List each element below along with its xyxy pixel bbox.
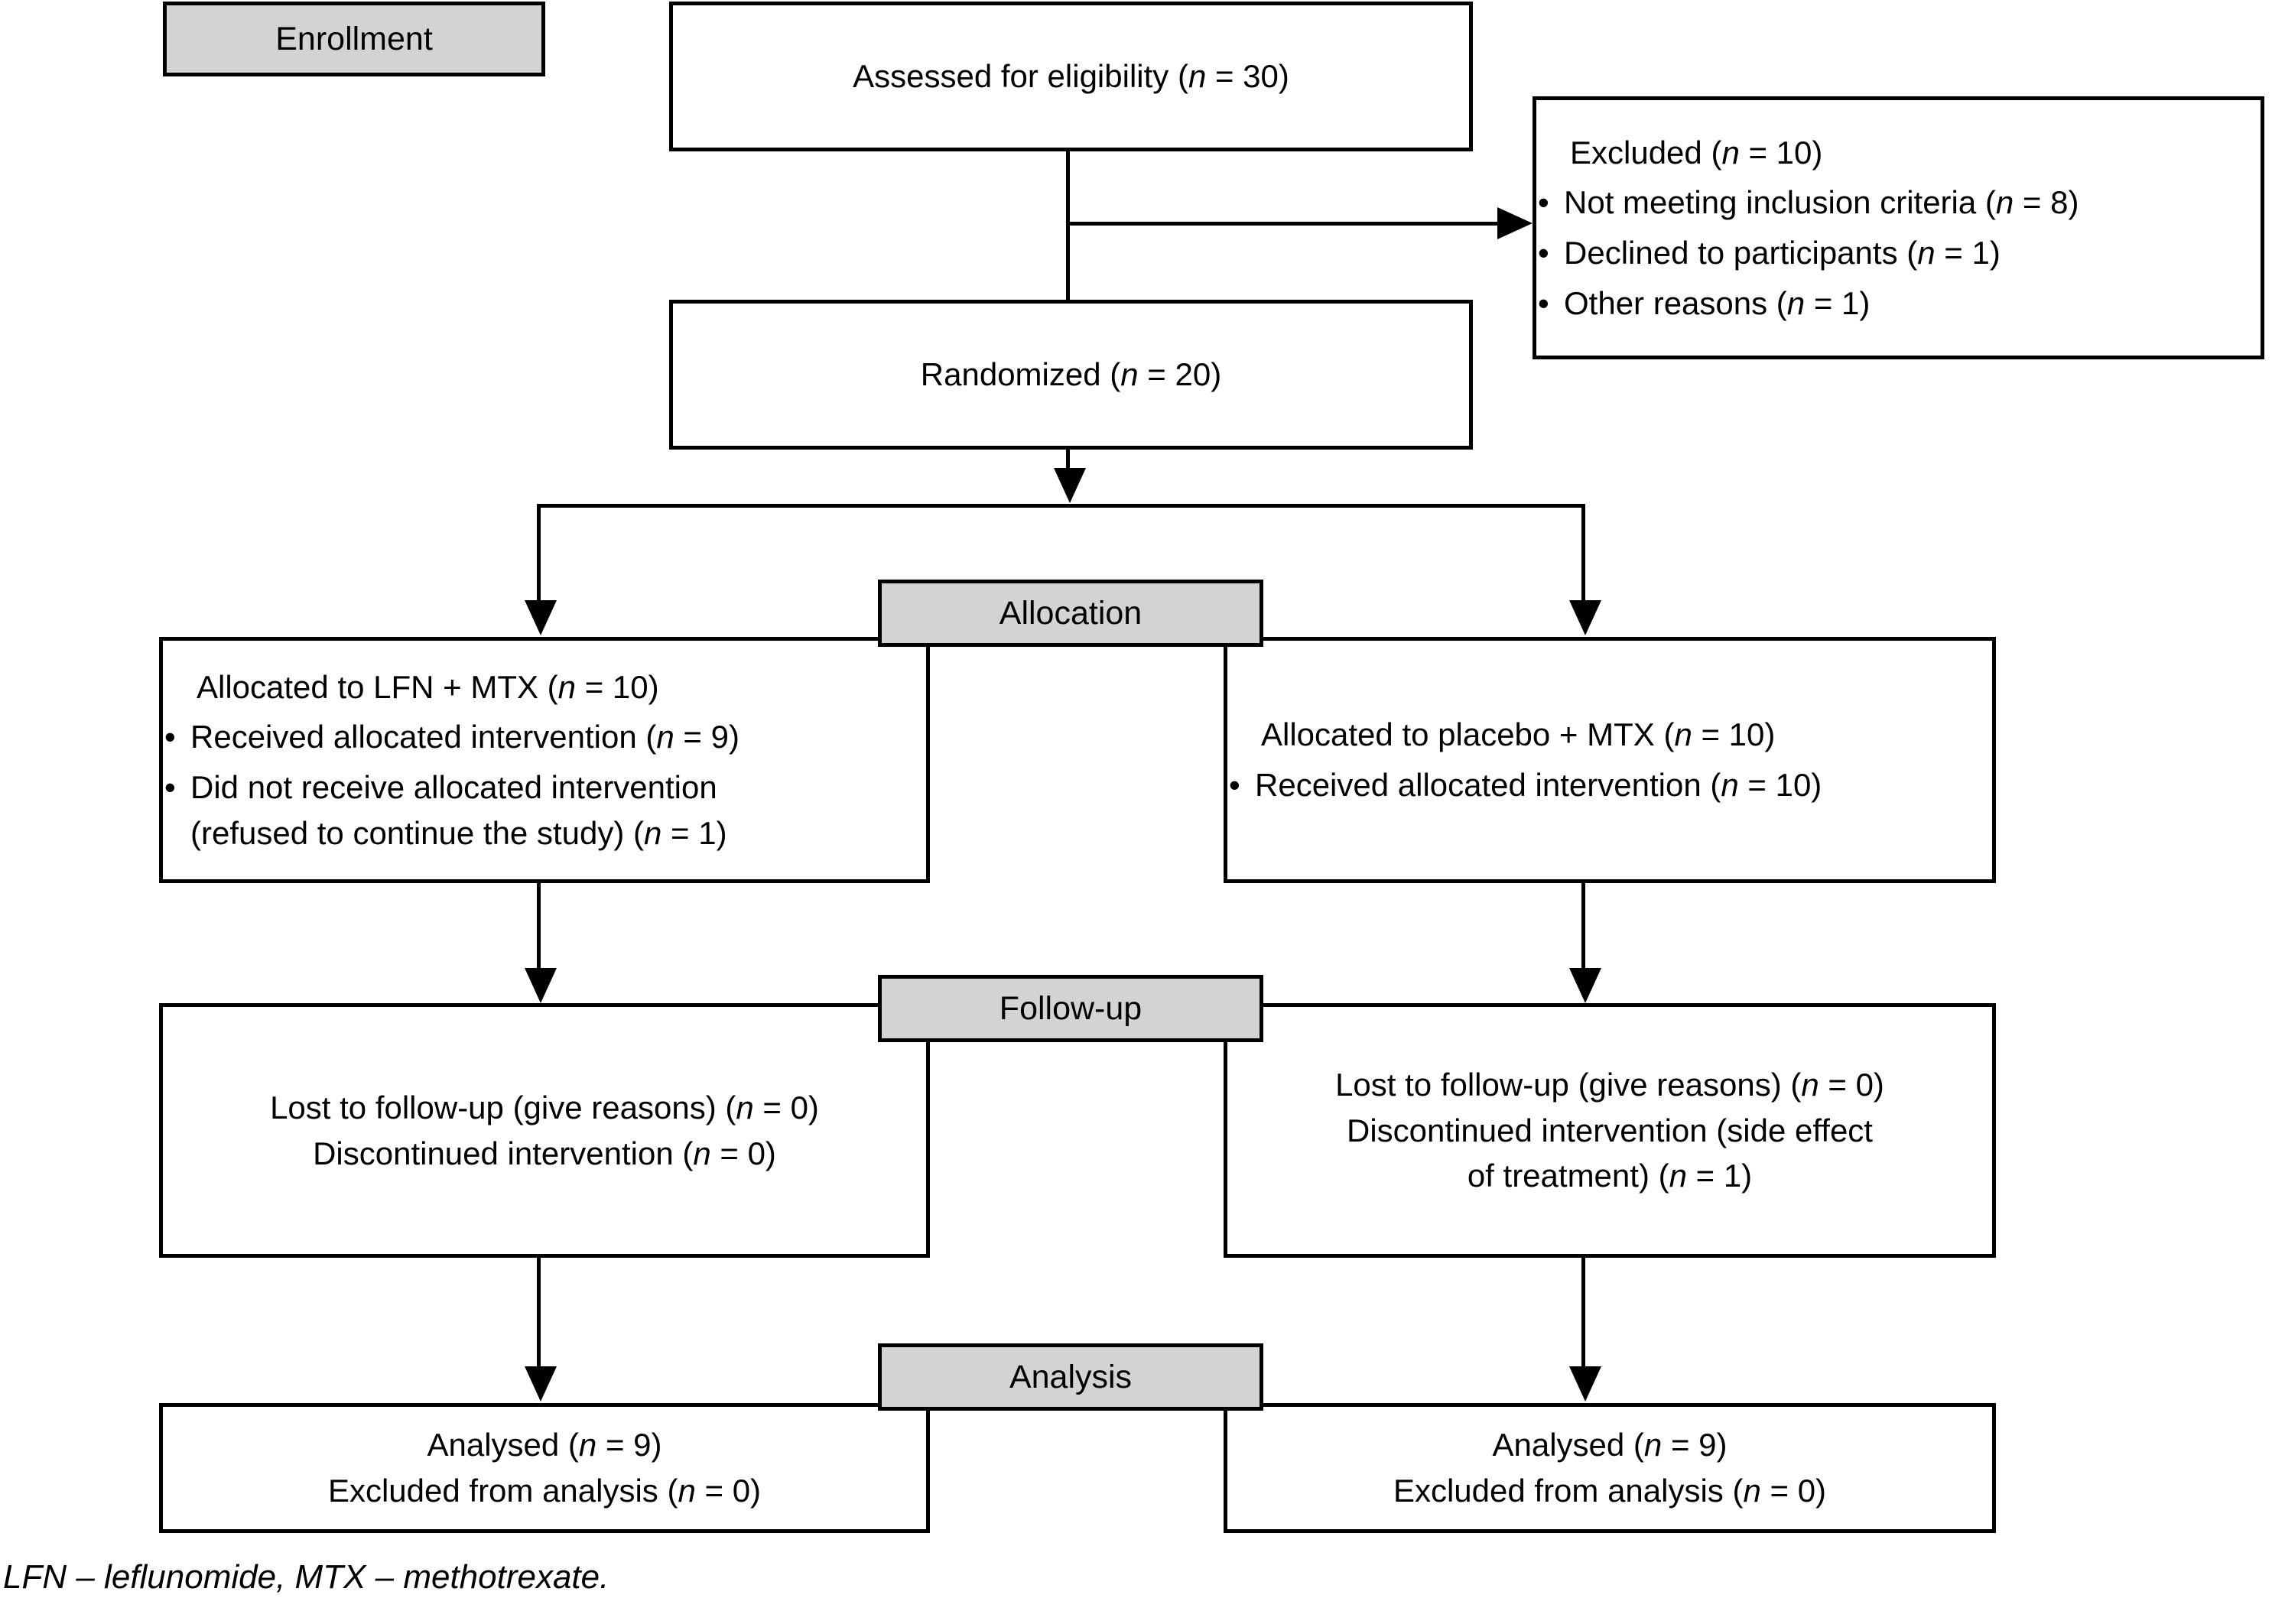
arrowhead-to-alloc-left bbox=[525, 600, 557, 635]
node-allocated-placebo-mtx: Allocated to placebo + MTX (n = 10) Rece… bbox=[1224, 637, 1996, 883]
excluded-title: Excluded (n = 10) bbox=[1570, 134, 1823, 171]
arrowhead-to-followup-right bbox=[1569, 968, 1601, 1003]
alloc-right-title: Allocated to placebo + MTX (n = 10) bbox=[1261, 716, 1776, 753]
arrowhead-to-analysis-right bbox=[1569, 1366, 1601, 1402]
assessed-text: Assessed for eligibility (n = 30) bbox=[853, 58, 1289, 95]
node-randomized: Randomized (n = 20) bbox=[669, 300, 1473, 450]
arrowhead-to-analysis-left bbox=[525, 1366, 557, 1402]
alloc-right-item-1: Received allocated intervention (n = 10) bbox=[1227, 762, 1837, 808]
node-excluded: Excluded (n = 10) Not meeting inclusion … bbox=[1533, 96, 2264, 359]
connector-followup-left-to-analysis bbox=[537, 1258, 541, 1368]
node-followup-right: Lost to follow-up (give reasons) (n = 0)… bbox=[1224, 1003, 1996, 1258]
analysis-right-line-2: Excluded from analysis (n = 0) bbox=[1393, 1473, 1827, 1509]
excluded-reason-2: Declined to participants (n = 1) bbox=[1536, 230, 2016, 276]
arrowhead-to-alloc-right bbox=[1569, 600, 1601, 635]
connector-split-left-arm bbox=[537, 504, 541, 602]
connector-followup-right-to-analysis bbox=[1581, 1258, 1585, 1368]
followup-left-line-1: Lost to follow-up (give reasons) (n = 0) bbox=[270, 1089, 819, 1125]
connector-alloc-left-to-followup bbox=[537, 883, 541, 970]
stage-label-allocation-text: Allocation bbox=[999, 594, 1143, 632]
arrowhead-randomized-to-split bbox=[1054, 468, 1086, 503]
stage-label-enrollment-text: Enrollment bbox=[275, 20, 433, 57]
analysis-left-line-1: Analysed (n = 9) bbox=[427, 1427, 662, 1463]
followup-right-line-2: Discontinued intervention (side effect bbox=[1347, 1112, 1873, 1148]
connector-alloc-right-to-followup bbox=[1581, 883, 1585, 970]
node-followup-left: Lost to follow-up (give reasons) (n = 0)… bbox=[159, 1003, 930, 1258]
analysis-left-line-2: Excluded from analysis (n = 0) bbox=[327, 1473, 762, 1509]
arrowhead-to-excluded bbox=[1497, 207, 1533, 239]
alloc-left-item-2-line2: (refused to continue the study) (n = 1) bbox=[190, 814, 727, 851]
randomized-text: Randomized (n = 20) bbox=[920, 356, 1222, 393]
connector-randomized-stem bbox=[1066, 450, 1070, 469]
followup-right-line-1: Lost to follow-up (give reasons) (n = 0) bbox=[1335, 1067, 1884, 1103]
stage-label-followup-text: Follow-up bbox=[999, 989, 1143, 1027]
stage-label-followup: Follow-up bbox=[878, 975, 1263, 1042]
figure-caption: LFN – leflunomide, MTX – methotrexate. bbox=[3, 1558, 609, 1596]
node-analysis-left: Analysed (n = 9) Excluded from analysis … bbox=[159, 1403, 930, 1533]
connector-split-bar-allocation bbox=[537, 504, 1585, 508]
connector-split-right-arm bbox=[1581, 504, 1585, 602]
alloc-left-title: Allocated to LFN + MTX (n = 10) bbox=[197, 668, 659, 705]
stage-label-enrollment: Enrollment bbox=[163, 2, 545, 76]
node-allocated-lfn-mtx: Allocated to LFN + MTX (n = 10) Received… bbox=[159, 637, 930, 883]
connector-assessed-to-excluded bbox=[1066, 222, 1499, 226]
alloc-left-item-2-line1: Did not receive allocated intervention bbox=[190, 769, 717, 805]
arrowhead-to-followup-left bbox=[525, 968, 557, 1003]
followup-left-line-2: Discontinued intervention (n = 0) bbox=[313, 1135, 776, 1171]
alloc-left-item-1: Received allocated intervention (n = 9) bbox=[163, 714, 755, 760]
node-analysis-right: Analysed (n = 9) Excluded from analysis … bbox=[1224, 1403, 1996, 1533]
stage-label-allocation: Allocation bbox=[878, 580, 1263, 647]
excluded-reason-3: Other reasons (n = 1) bbox=[1536, 281, 1885, 326]
followup-right-line-3: of treatment) (n = 1) bbox=[1467, 1158, 1753, 1194]
stage-label-analysis-text: Analysis bbox=[1009, 1358, 1133, 1395]
alloc-left-item-2: Did not receive allocated intervention (… bbox=[163, 765, 743, 856]
node-assessed-for-eligibility: Assessed for eligibility (n = 30) bbox=[669, 2, 1473, 151]
excluded-reason-1: Not meeting inclusion criteria (n = 8) bbox=[1536, 180, 2094, 226]
stage-label-analysis: Analysis bbox=[878, 1343, 1263, 1411]
analysis-right-line-1: Analysed (n = 9) bbox=[1492, 1427, 1728, 1463]
